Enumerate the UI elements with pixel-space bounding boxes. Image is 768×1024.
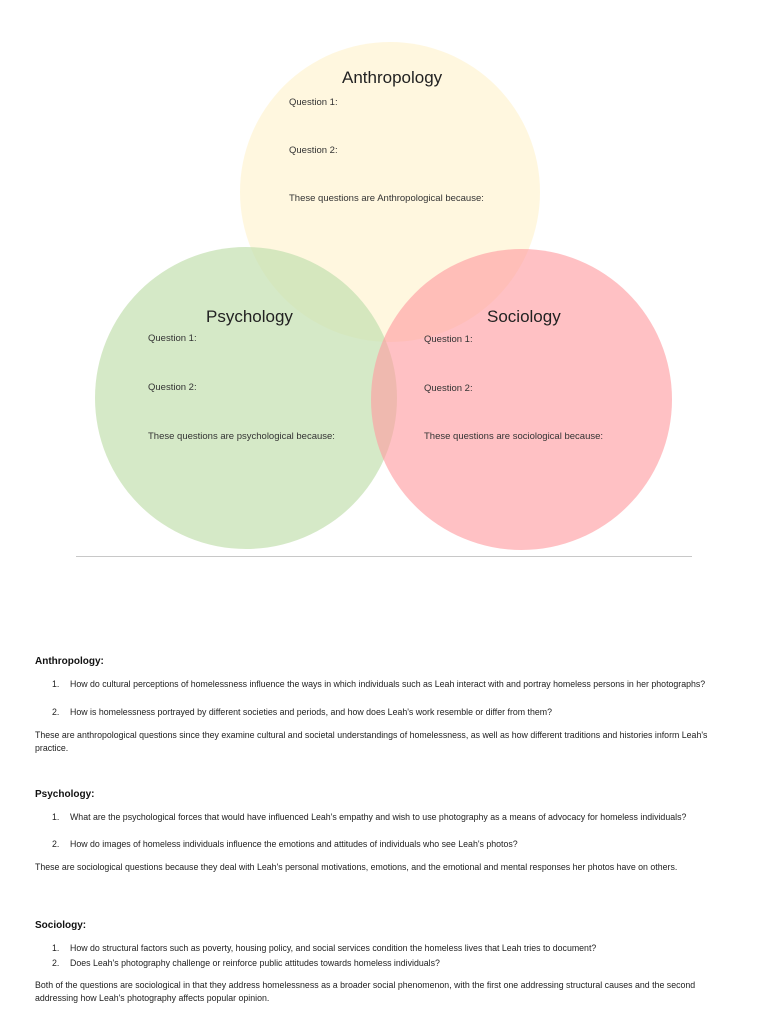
list-number: 1.: [52, 943, 60, 953]
list-item-text: What are the psychological forces that w…: [70, 812, 687, 822]
list-number: 1.: [52, 812, 60, 822]
sociology-list-item: 2. Does Leah's photography challenge or …: [52, 957, 732, 970]
anthropology-because-label: These questions are Anthropological beca…: [289, 193, 484, 204]
sociology-heading: Sociology:: [35, 920, 87, 931]
list-number: 1.: [52, 679, 60, 689]
sociology-circle: [371, 249, 672, 550]
list-number: 2.: [52, 839, 60, 849]
psychology-list-item: 1. What are the psychological forces tha…: [52, 811, 732, 824]
list-item-text: How do images of homeless individuals in…: [70, 839, 518, 849]
sociology-list-item: 1. How do structural factors such as pov…: [52, 942, 732, 955]
psychology-question-1-label: Question 1:: [148, 333, 197, 344]
anthropology-question-2-label: Question 2:: [289, 145, 338, 156]
psychology-because-label: These questions are psychological becaus…: [148, 431, 335, 442]
sociology-summary: Both of the questions are sociological i…: [35, 980, 696, 1003]
psychology-circle: [95, 247, 397, 549]
psychology-heading: Psychology:: [35, 789, 95, 800]
horizontal-divider: [76, 556, 692, 557]
venn-diagram: Anthropology Question 1: Question 2: The…: [95, 42, 672, 550]
anthropology-summary: These are anthropological questions sinc…: [35, 730, 708, 753]
psychology-list-item: 2. How do images of homeless individuals…: [52, 838, 732, 851]
psychology-summary: These are sociological questions because…: [35, 862, 678, 872]
sociology-because-label: These questions are sociological because…: [424, 431, 604, 442]
sociology-question-1-label: Question 1:: [424, 334, 473, 345]
anthropology-title: Anthropology: [342, 68, 443, 87]
psychology-question-2-label: Question 2:: [148, 382, 197, 393]
anthropology-question-1-label: Question 1:: [289, 97, 338, 108]
sociology-title: Sociology: [487, 307, 561, 326]
list-number: 2.: [52, 707, 60, 717]
sociology-question-2-label: Question 2:: [424, 383, 473, 394]
list-item-text: How do cultural perceptions of homelessn…: [70, 679, 706, 689]
list-item-text: How do structural factors such as povert…: [70, 943, 597, 953]
list-item-text: How is homelessness portrayed by differe…: [70, 707, 553, 717]
anthropology-list-item: 2. How is homelessness portrayed by diff…: [52, 706, 732, 719]
anthropology-list-item: 1. How do cultural perceptions of homele…: [52, 678, 732, 691]
list-item-text: Does Leah's photography challenge or rei…: [70, 958, 440, 968]
psychology-title: Psychology: [206, 307, 293, 326]
list-number: 2.: [52, 958, 60, 968]
anthropology-heading: Anthropology:: [35, 656, 104, 667]
